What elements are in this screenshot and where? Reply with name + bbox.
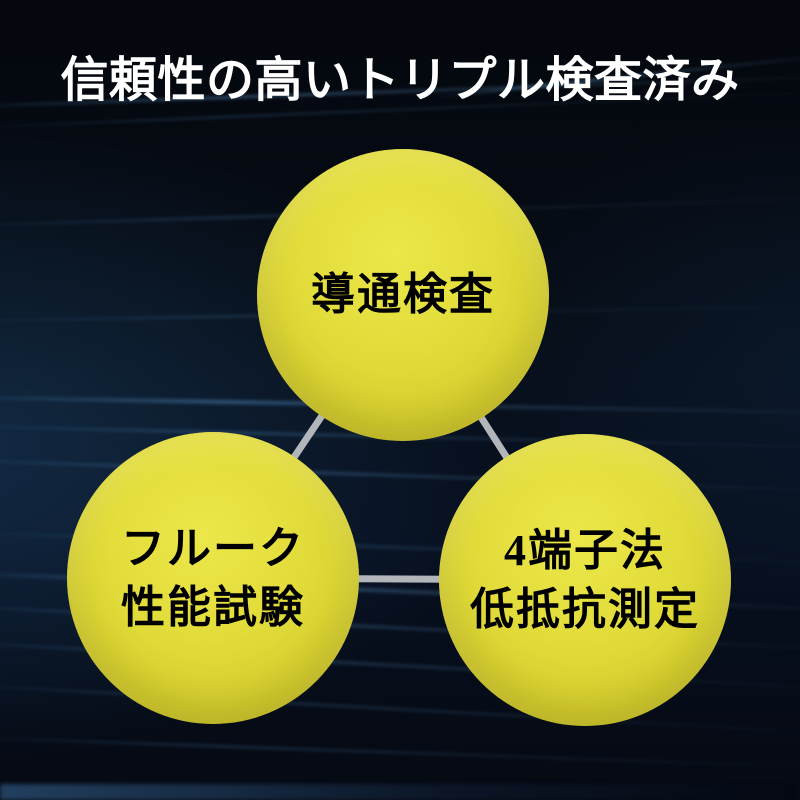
circle-label-line: フルーク (121, 523, 305, 573)
circle-label-line: 低抵抗測定 (470, 585, 700, 634)
circle-label-line: 性能試験 (121, 583, 305, 632)
circle-label: フルーク 性能試験 (121, 519, 305, 638)
page-title: 信頼性の高いトリプル検査済み (60, 54, 740, 107)
circle-label: 4端子法 低抵抗測定 (470, 521, 700, 640)
circle-label: 導通検査 (311, 265, 495, 324)
circle-continuity-test: 導通検査 (257, 149, 549, 441)
circle-four-terminal-measurement: 4端子法 低抵抗測定 (439, 434, 731, 726)
circle-label-line: 4端子法 (504, 525, 666, 575)
bottom-glow (0, 784, 800, 800)
circle-fluke-performance-test: フルーク 性能試験 (67, 432, 359, 724)
circle-label-line: 導通検査 (311, 270, 495, 320)
